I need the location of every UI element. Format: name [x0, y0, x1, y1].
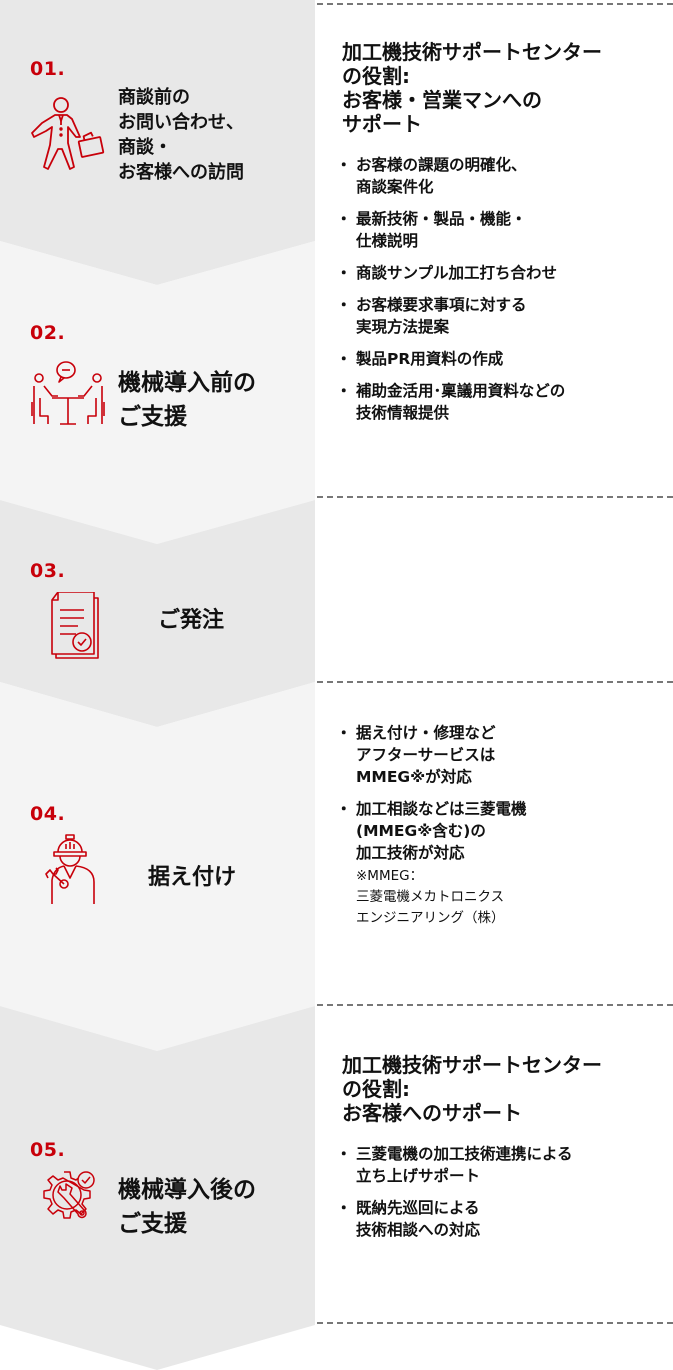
list-item: 製品PR用資料の作成 [336, 348, 667, 370]
worker-helmet-wrench-icon [45, 834, 95, 904]
list-item: 加工相談などは三菱電機 (MMEG※含む)の 加工技術が対応 [336, 798, 667, 864]
list-item: お客様の課題の明確化、 商談案件化 [336, 154, 667, 198]
list-item: 三菱電機の加工技術連携による 立ち上げサポート [336, 1143, 667, 1187]
step-title-2: 機械導入前の ご支援 [118, 370, 256, 430]
divider-bottom [317, 1322, 673, 1324]
list-item: 最新技術・製品・機能・ 仕様説明 [336, 208, 667, 252]
process-flow: 01. 商談前の お問い合わせ、 商談・ お客様への訪問 02. 機械導入前の … [0, 0, 315, 1370]
list-item: 既納先巡回による 技術相談への対応 [336, 1197, 667, 1241]
pre-sales-heading: 加工機技術サポートセンター の役割: お客様・営業マンへの サポート [342, 40, 602, 136]
post-install-panel: 加工機技術サポートセンター の役割: お客様へのサポート 三菱電機の加工技術連携… [336, 1053, 667, 1251]
pre-sales-list: お客様の課題の明確化、 商談案件化 最新技術・製品・機能・ 仕様説明 商談サンプ… [336, 154, 667, 424]
step-title-4: 据え付け [148, 865, 237, 890]
step-title-1: 商談前の お問い合わせ、 商談・ お客様への訪問 [118, 87, 244, 183]
list-item: 据え付け・修理など アフターサービスは MMEG※が対応 [336, 722, 667, 788]
list-item: 商談サンプル加工打ち合わせ [336, 262, 667, 284]
gear-wrench-check-icon [43, 1171, 95, 1219]
divider-before-installation [317, 681, 673, 683]
step-number-5: 05. [30, 1139, 66, 1161]
list-item: お客様要求事項に対する 実現方法提案 [336, 294, 667, 338]
step-number-3: 03. [30, 560, 66, 582]
step-title-5: 機械導入後の ご支援 [118, 1177, 256, 1237]
step-number-4: 04. [30, 803, 66, 825]
pre-sales-panel: 加工機技術サポートセンター の役割: お客様・営業マンへの サポート お客様の課… [336, 40, 667, 434]
installation-panel: 据え付け・修理など アフターサービスは MMEG※が対応 加工相談などは三菱電機… [336, 722, 667, 929]
mmeg-footnote: ※MMEG： 三菱電機メカトロニクス エンジニアリング（株） [356, 868, 505, 926]
meeting-table-icon [31, 361, 105, 425]
step-title-3: ご発注 [158, 608, 225, 633]
divider-top [317, 3, 673, 5]
post-install-heading: 加工機技術サポートセンター の役割: お客様へのサポート [342, 1053, 602, 1125]
step-number-2: 02. [30, 322, 66, 344]
divider-after-pre-sales [317, 496, 673, 498]
post-install-list: 三菱電機の加工技術連携による 立ち上げサポート 既納先巡回による 技術相談への対… [336, 1143, 667, 1241]
list-item: 補助金活用･稟議用資料などの 技術情報提供 [336, 380, 667, 424]
step-number-1: 01. [30, 58, 66, 80]
installation-list: 据え付け・修理など アフターサービスは MMEG※が対応 加工相談などは三菱電機… [336, 722, 667, 864]
document-check-icon [51, 592, 99, 659]
businessman-briefcase-icon [31, 97, 105, 170]
chevron-background [0, 0, 315, 1370]
divider-after-installation [317, 1004, 673, 1006]
